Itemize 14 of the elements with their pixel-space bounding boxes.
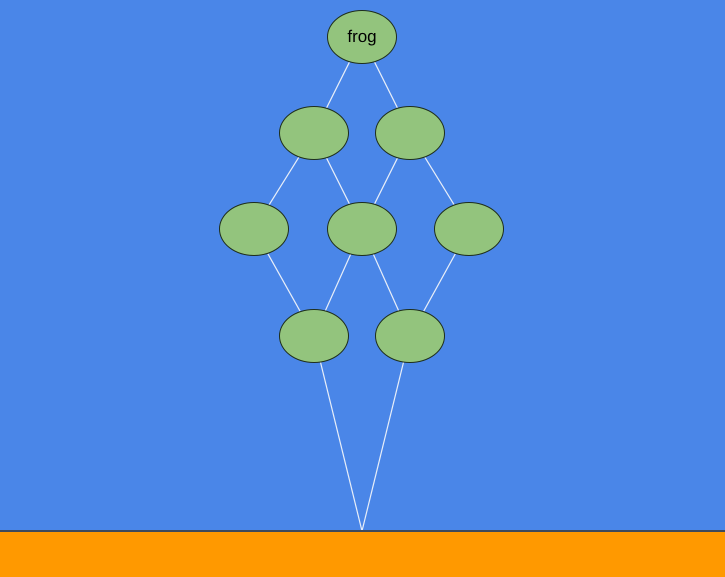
connector-line	[372, 254, 400, 311]
ground-bar	[0, 530, 725, 577]
connector-line	[424, 157, 455, 205]
connector-line	[374, 158, 398, 204]
connector-line	[374, 62, 398, 108]
node-label: frog	[347, 27, 377, 47]
connector-line	[267, 253, 301, 312]
connector-line	[320, 362, 363, 532]
connector-line	[268, 157, 300, 205]
connector-line	[326, 62, 350, 108]
connector-line	[361, 362, 404, 532]
connector-line	[423, 254, 456, 312]
connector-line	[326, 158, 350, 204]
connector-line	[324, 254, 352, 311]
